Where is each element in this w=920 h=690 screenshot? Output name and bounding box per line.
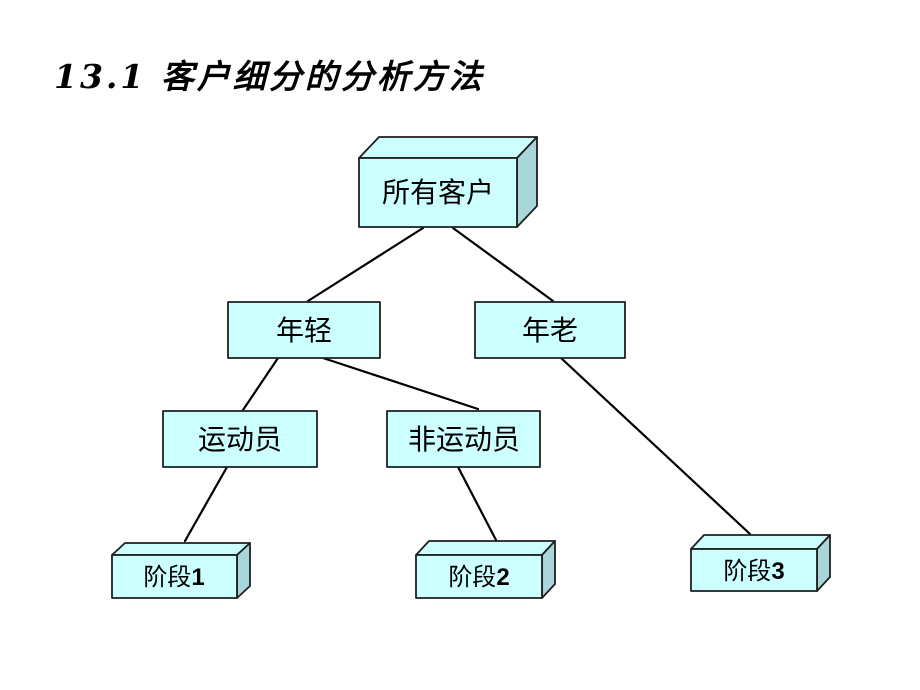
- node-stage-3-top-face: [690, 534, 831, 550]
- node-non-athlete-box: [386, 410, 541, 468]
- node-stage-1-word: 阶段: [143, 563, 191, 591]
- node-stage-3-label: 阶段3: [723, 557, 784, 585]
- node-stage-2-word: 阶段: [448, 563, 496, 591]
- node-stage-1-front-face: [111, 554, 238, 599]
- node-stage-2-label: 阶段2: [448, 563, 509, 591]
- edge-old-stage-3: [559, 356, 752, 536]
- node-all-customers-front-face: [358, 157, 518, 228]
- node-old-label: 年老: [522, 314, 578, 347]
- edge-all-customers-old: [451, 226, 555, 303]
- node-stage-1-top-face: [111, 542, 251, 556]
- node-stage-1-number: 1: [191, 564, 204, 591]
- node-stage-3-number: 3: [771, 558, 784, 585]
- node-stage-1: 阶段1: [111, 542, 251, 599]
- edge-young-athlete: [241, 356, 280, 412]
- node-stage-3: 阶段3: [690, 534, 831, 592]
- node-old: 年老: [474, 301, 626, 359]
- node-stage-3-word: 阶段: [723, 557, 771, 585]
- edge-non-athlete-stage-2: [456, 465, 498, 542]
- node-stage-2-number: 2: [496, 564, 509, 591]
- node-young-box: [227, 301, 381, 359]
- node-young-label: 年轻: [276, 314, 332, 347]
- node-non-athlete-label: 非运动员: [408, 423, 520, 456]
- node-all-customers: 所有客户: [358, 136, 538, 228]
- edge-all-customers-young: [306, 226, 425, 303]
- edges: [183, 226, 752, 543]
- edge-young-non-athlete: [321, 356, 480, 411]
- node-athlete-label: 运动员: [198, 423, 282, 456]
- node-stage-3-front-face: [690, 548, 818, 592]
- node-athlete-box: [162, 410, 318, 468]
- node-non-athlete: 非运动员: [386, 410, 541, 468]
- node-stage-2-top-face: [415, 540, 556, 556]
- node-stage-2-front-face: [415, 554, 543, 599]
- node-all-customers-top-face: [358, 136, 538, 159]
- node-stage-2: 阶段2: [415, 540, 556, 599]
- node-all-customers-label: 所有客户: [382, 176, 494, 209]
- node-stage-1-label: 阶段1: [143, 563, 204, 591]
- node-athlete: 运动员: [162, 410, 318, 468]
- slide-title: 13.1 客户细分的分析方法: [54, 57, 485, 96]
- edge-athlete-stage-1: [183, 465, 229, 543]
- node-old-box: [474, 301, 626, 359]
- node-young: 年轻: [227, 301, 381, 359]
